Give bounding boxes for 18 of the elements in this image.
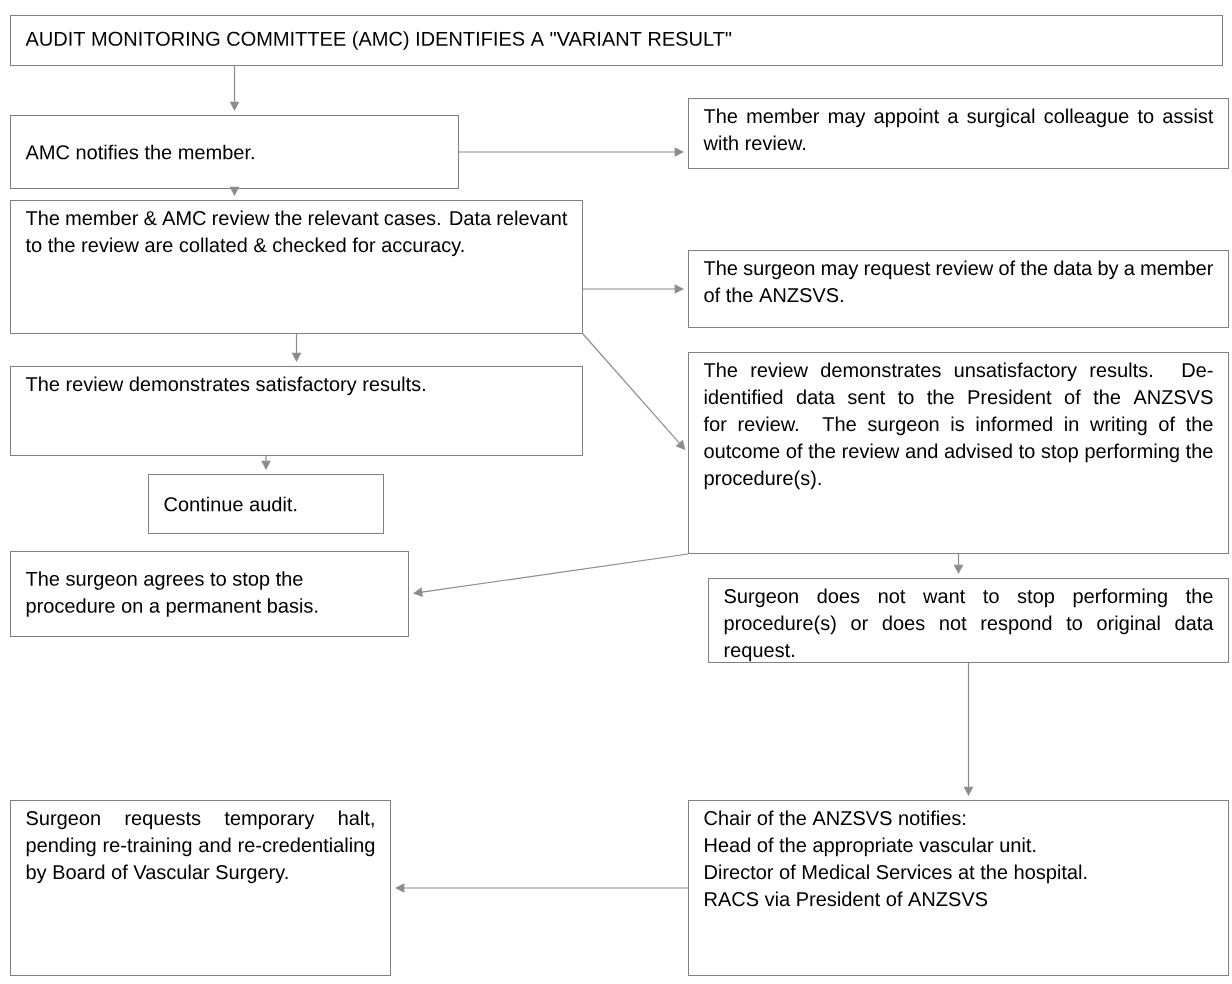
arrow: [582, 284, 684, 294]
title-box: AUDIT MONITORING COMMITTEE (AMC) IDENTIFIES A "VARIANT RESULT": [10, 15, 1223, 66]
process-box: Continue audit.: [148, 474, 384, 534]
process-box: The member & AMC review the relevant cases. Data relevant to the review are collated & checked for accuracy.: [10, 200, 583, 334]
arrow: [582, 333, 686, 450]
process-box: AMC notifies the member.: [10, 115, 459, 189]
process-box: The surgeon may request review of the data by a member of the ANZSVS.: [688, 250, 1229, 328]
process-box: The member may appoint a surgical colleague to assist with review.: [688, 98, 1229, 169]
process-box: Chair of the ANZSVS notifies: Head of the appropriate vascular unit. Director of Medical Services at the hospital. RACS via President of ANZSVS: [688, 800, 1229, 976]
arrow: [413, 553, 689, 597]
arrow: [261, 455, 271, 470]
process-box: The surgeon agrees to stop the procedure on a permanent basis.: [10, 551, 409, 637]
arrow: [395, 883, 689, 893]
arrow: [458, 147, 684, 157]
process-box: The review demonstrates satisfactory results.: [10, 366, 583, 456]
process-box: Surgeon does not want to stop performing the procedure(s) or does not respond to original data request.: [708, 578, 1229, 663]
process-box: Surgeon requests temporary halt, pending re-training and re-credentialing by Board of Vascular Surgery.: [10, 800, 391, 976]
process-box: The review demonstrates unsatisfactory results. De-identified data sent to the President of the ANZSVS for review. The surgeon is informed in writing of the outcome of the review and advised to stop performing the procedure(s).: [688, 352, 1229, 554]
